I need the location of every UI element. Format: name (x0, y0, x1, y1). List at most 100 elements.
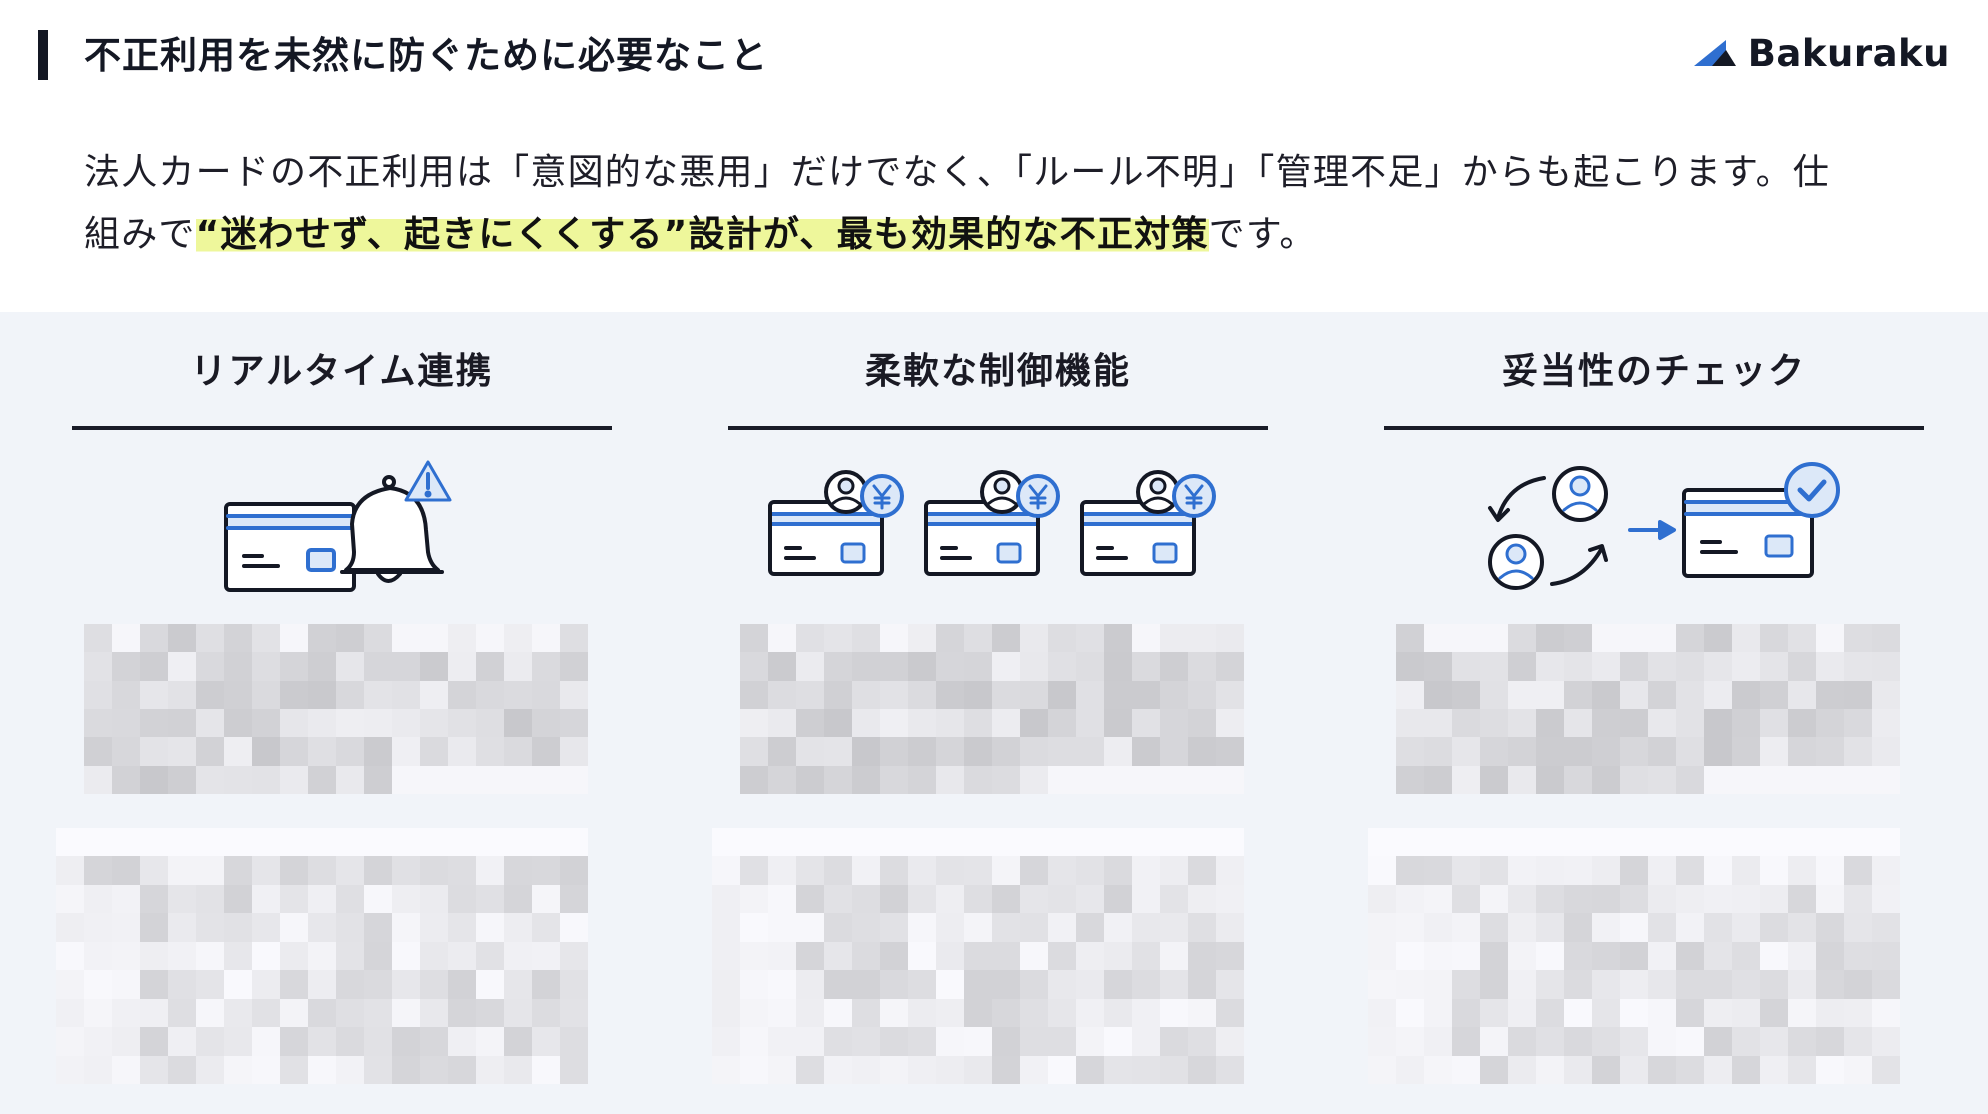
mosaic-cell (1620, 998, 1648, 1028)
mosaic-cell (364, 913, 392, 942)
mosaic-cell (1536, 1027, 1564, 1056)
mosaic-cell (1704, 884, 1732, 914)
mosaic-cell (1216, 1055, 1244, 1084)
mosaic-cell (824, 709, 852, 738)
mosaic-cell (1104, 652, 1132, 681)
mosaic-cell (112, 765, 140, 794)
mosaic-cell (1396, 913, 1424, 942)
mosaic-cell (1048, 941, 1076, 971)
mosaic-cell (1872, 737, 1900, 766)
mosaic-cell (1564, 941, 1592, 971)
mosaic-cell (964, 884, 992, 914)
mosaic-cell (1760, 624, 1788, 653)
mosaic-cell (168, 998, 196, 1028)
mosaic-cell (532, 1055, 560, 1084)
column-divider (72, 426, 612, 430)
mosaic-cell (280, 737, 308, 766)
mosaic-cell (880, 828, 908, 857)
mosaic-cell (1844, 737, 1872, 766)
mosaic-cell (880, 913, 908, 942)
mosaic-cell (336, 828, 364, 857)
mosaic-cell (308, 680, 336, 709)
mosaic-cell (196, 998, 224, 1028)
mosaic-cell (1160, 970, 1188, 999)
mosaic-cell (1424, 680, 1452, 709)
mosaic-cell (1760, 1027, 1788, 1056)
mosaic-cell (964, 1055, 992, 1084)
mosaic-cell (392, 709, 420, 738)
mosaic-cell (1020, 941, 1048, 971)
mosaic-cell (140, 884, 168, 914)
mosaic-cell (420, 970, 448, 999)
mosaic-cell (224, 884, 252, 914)
mosaic-cell (1816, 765, 1844, 794)
mosaic-cell (1104, 856, 1132, 885)
mosaic-cell (824, 970, 852, 999)
mosaic-cell (768, 765, 796, 794)
mosaic-cell (504, 680, 532, 709)
mosaic-cell (1872, 970, 1900, 999)
mosaic-cell (1732, 709, 1760, 738)
mosaic-cell (1424, 1027, 1452, 1056)
mosaic-cell (1648, 998, 1676, 1028)
mosaic-cell (252, 709, 280, 738)
mosaic-cell (1564, 998, 1592, 1028)
mosaic-cell (1452, 970, 1480, 999)
mosaic-cell (1452, 828, 1480, 857)
mosaic-cell (1676, 884, 1704, 914)
mosaic-cell (1732, 828, 1760, 857)
mosaic-cell (1508, 624, 1536, 653)
mosaic-cell (476, 828, 504, 857)
mosaic-cell (1620, 709, 1648, 738)
mosaic-cell (1188, 1055, 1216, 1084)
mosaic-cell (1732, 913, 1760, 942)
mosaic-cell (1020, 680, 1048, 709)
mosaic-cell (196, 709, 224, 738)
logo-text: Bakuraku (1747, 31, 1950, 75)
mosaic-cell (852, 1055, 880, 1084)
mosaic-cell (1648, 680, 1676, 709)
mosaic-cell (84, 884, 112, 914)
mosaic-cell (56, 998, 84, 1028)
mosaic-cell (1536, 652, 1564, 681)
mosaic-cell (1188, 709, 1216, 738)
mosaic-cell (1592, 709, 1620, 738)
mosaic-cell (1188, 1027, 1216, 1056)
mosaic-cell (824, 652, 852, 681)
mosaic-cell (1620, 913, 1648, 942)
mosaic-cell (1816, 828, 1844, 857)
feature-column-check: 妥当性のチェック (1368, 312, 1924, 1114)
mosaic-cell (992, 737, 1020, 766)
mosaic-cell (560, 1027, 588, 1056)
mosaic-cell (1104, 970, 1132, 999)
mosaic-cell (852, 680, 880, 709)
mosaic-cell (1704, 709, 1732, 738)
mosaic-cell (196, 765, 224, 794)
mosaic-cell (1452, 856, 1480, 885)
mosaic-cell (224, 1055, 252, 1084)
mosaic-cell (308, 970, 336, 999)
mosaic-cell (224, 856, 252, 885)
mosaic-cell (392, 1027, 420, 1056)
mosaic-cell (1508, 998, 1536, 1028)
mosaic-cell (420, 913, 448, 942)
mosaic-cell (280, 884, 308, 914)
mosaic-cell (308, 737, 336, 766)
mosaic-cell (740, 652, 768, 681)
mosaic-cell (392, 624, 420, 653)
mosaic-cell (964, 765, 992, 794)
mosaic-cell (1020, 884, 1048, 914)
mosaic-cell (560, 856, 588, 885)
mosaic-cell (1592, 1055, 1620, 1084)
mosaic-cell (796, 624, 824, 653)
mosaic-cell (336, 970, 364, 999)
mosaic-cell (1508, 884, 1536, 914)
mosaic-cell (1816, 913, 1844, 942)
mosaic-cell (1396, 998, 1424, 1028)
mosaic-cell (1536, 913, 1564, 942)
mosaic-cell (112, 737, 140, 766)
mosaic-cell (1452, 1027, 1480, 1056)
mosaic-cell (852, 737, 880, 766)
mosaic-cell (1048, 970, 1076, 999)
mosaic-cell (1788, 624, 1816, 653)
